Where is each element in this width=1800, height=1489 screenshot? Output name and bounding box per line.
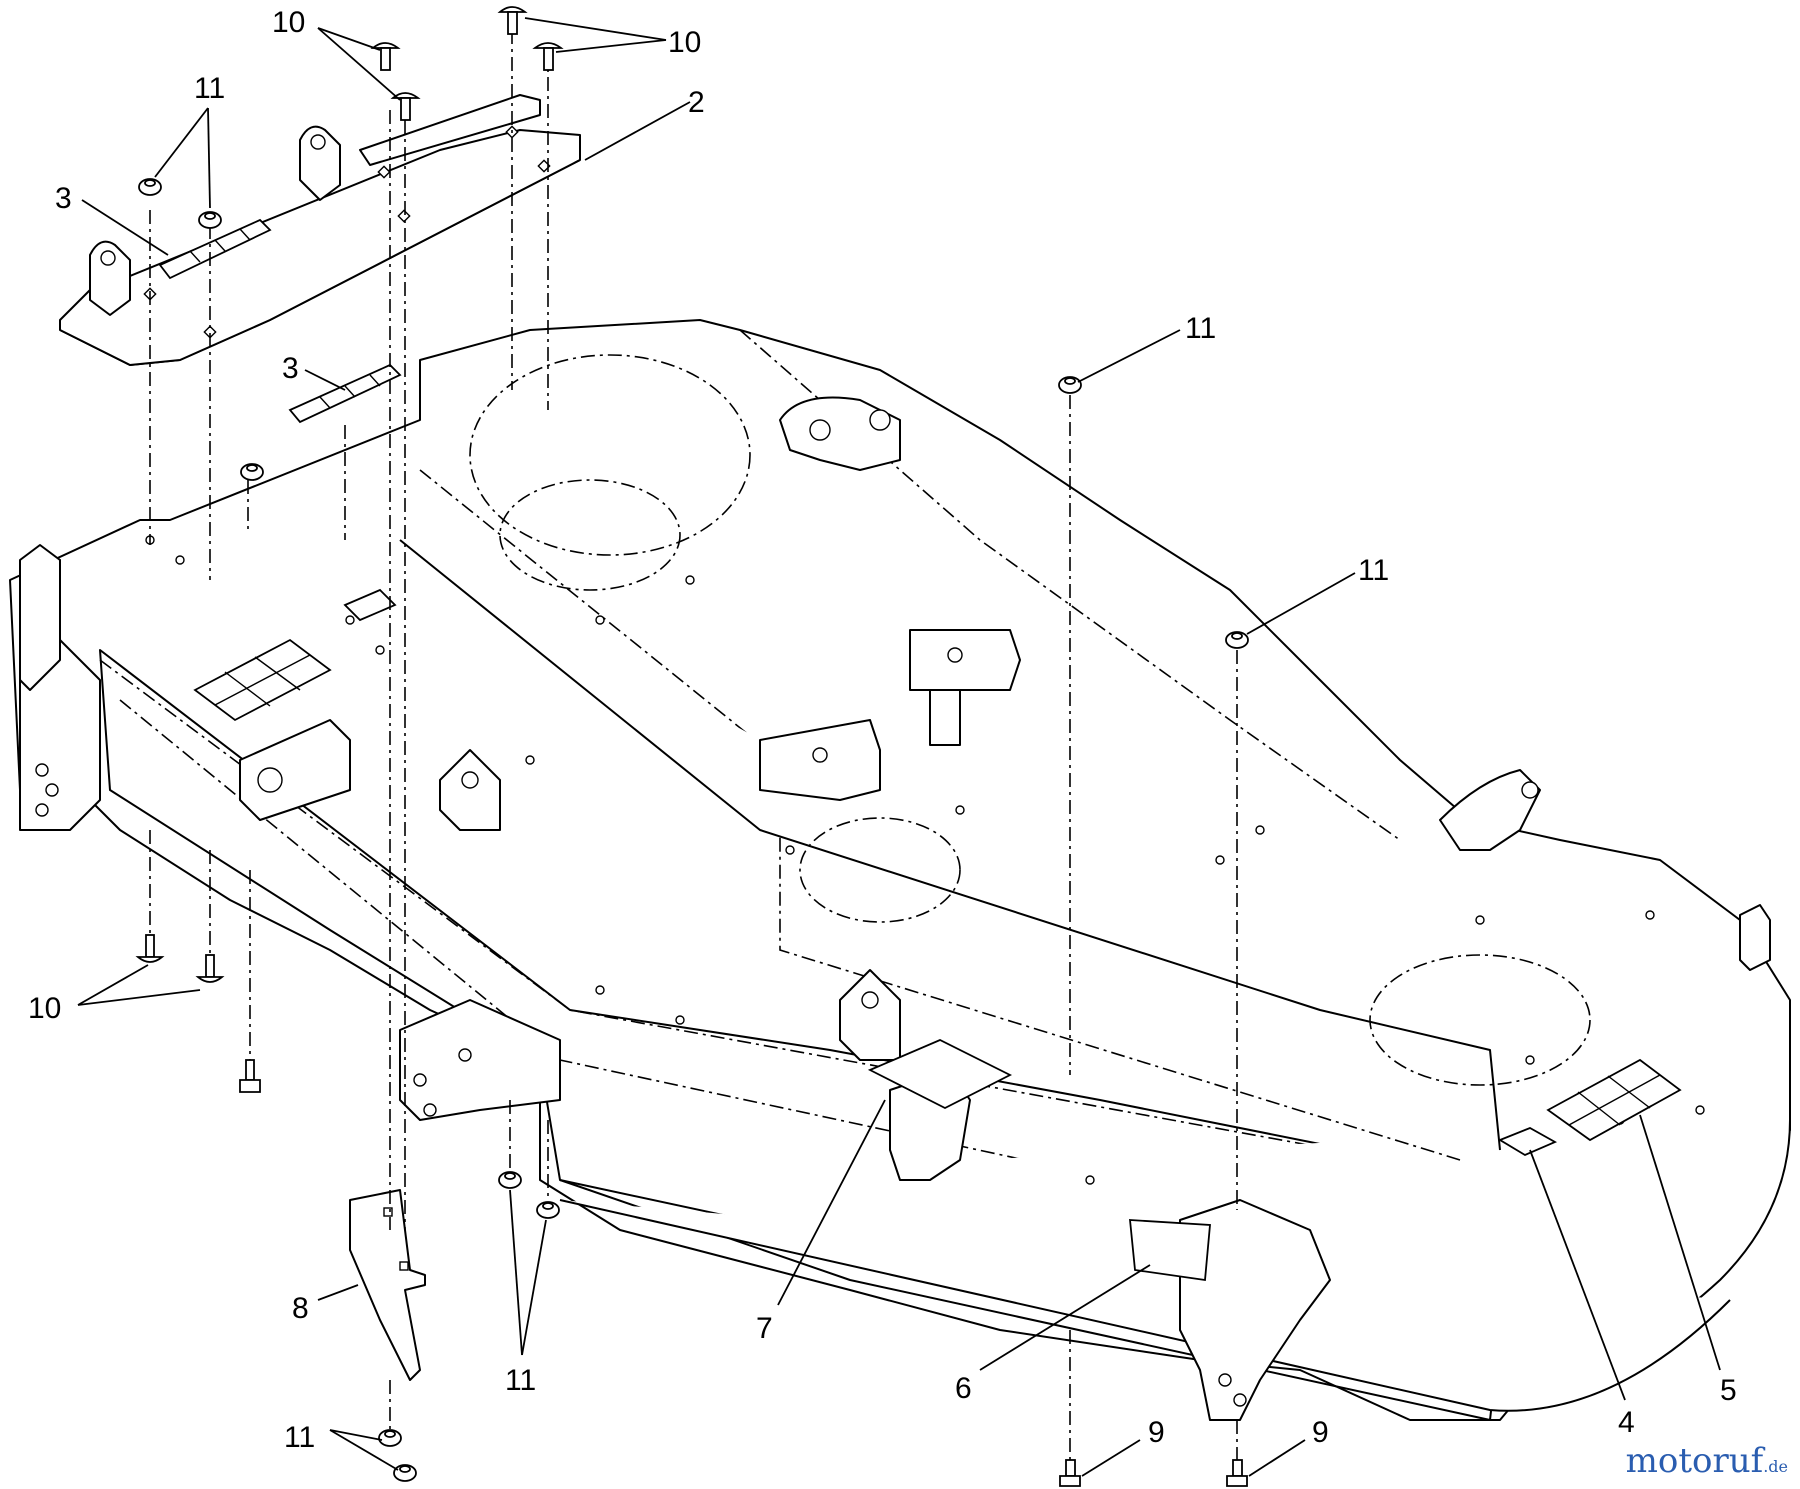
nut-11-d [1058,376,1082,394]
bolt-9-b [1226,1459,1248,1487]
mower-deck [9,319,1791,1421]
nut-11-i [393,1464,417,1482]
callout-11: 11 [1185,312,1216,345]
bolt-10-top-1 [370,42,401,71]
nut-11-b [198,211,222,229]
bolt-hex-left [239,1059,261,1093]
bolt-10-bottom-1 [135,934,165,963]
callout-10: 10 [28,992,61,1025]
callout-9: 9 [1312,1416,1329,1449]
nut-11-g [536,1201,560,1219]
callout-11: 11 [194,72,225,105]
bolt-10-top-3 [497,6,528,35]
bolt-10-top-4 [532,42,564,71]
decal-4 [1497,1127,1558,1157]
nut-11-a [138,178,162,196]
decal-small-left [343,588,397,622]
watermark-logo: motoruf.de [1626,1441,1788,1481]
decals [158,218,1682,1282]
callout-6: 6 [955,1372,972,1405]
decal-3-upper [158,218,272,280]
callout-3: 3 [282,352,299,385]
assembly-lines [149,30,1238,1460]
callout-10: 10 [272,6,305,39]
leader-lines [77,17,1721,1477]
bolt-9-a [1059,1459,1081,1487]
callouts: 10 10 11 2 3 3 11 11 10 8 11 11 7 6 9 9 … [28,6,1737,1454]
decal-3-lower [288,363,402,424]
decal-7 [867,1039,1013,1110]
callout-5: 5 [1720,1374,1737,1407]
callout-11: 11 [1358,554,1389,587]
nut-11-f [498,1171,522,1189]
nut-11-c [240,463,264,481]
callout-10: 10 [668,26,701,59]
nut-11-h [378,1429,402,1447]
callout-11: 11 [284,1421,315,1454]
callout-4: 4 [1618,1406,1635,1439]
watermark-text: motoruf [1625,1441,1764,1481]
baffle-bracket [349,1189,426,1381]
callout-9: 9 [1148,1416,1165,1449]
bolt-10-bottom-2 [195,954,225,983]
decal-6 [1128,1219,1211,1282]
fasteners [135,6,1249,1487]
callout-8: 8 [292,1292,309,1325]
callout-11: 11 [505,1364,536,1397]
callout-7: 7 [756,1312,773,1345]
nut-11-e [1225,631,1249,649]
callout-3: 3 [55,182,72,215]
callout-2: 2 [688,86,705,119]
mounting-plate [59,94,581,366]
watermark-tld: .de [1763,1457,1788,1476]
